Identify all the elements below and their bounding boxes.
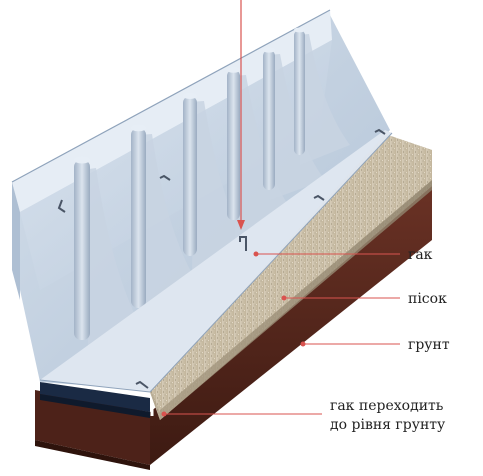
hook — [313, 194, 325, 201]
drain-channel — [40, 382, 150, 418]
leader-hook-transition — [161, 411, 322, 417]
sand-layer — [150, 134, 432, 420]
leader-sand — [281, 295, 400, 301]
leader-lines — [161, 251, 400, 417]
hook — [374, 128, 386, 135]
label-sand: пісок — [408, 291, 447, 307]
label-hook: гак — [408, 247, 433, 263]
hook — [57, 199, 66, 213]
label-soil: грунт — [408, 337, 450, 353]
hook — [135, 380, 149, 389]
hooks — [57, 128, 386, 416]
hook — [159, 174, 171, 181]
label-hook-transition-line1: гак переходить — [330, 398, 444, 414]
label-hook-transition-line2: до рівня грунту — [330, 417, 446, 433]
leader-soil — [300, 341, 400, 347]
membrane-front-lip — [39, 130, 393, 393]
support-post — [294, 27, 350, 165]
support-post — [74, 156, 150, 350]
pointer-arrow — [237, 0, 245, 230]
hook — [239, 236, 247, 251]
leader-hook — [253, 251, 400, 257]
